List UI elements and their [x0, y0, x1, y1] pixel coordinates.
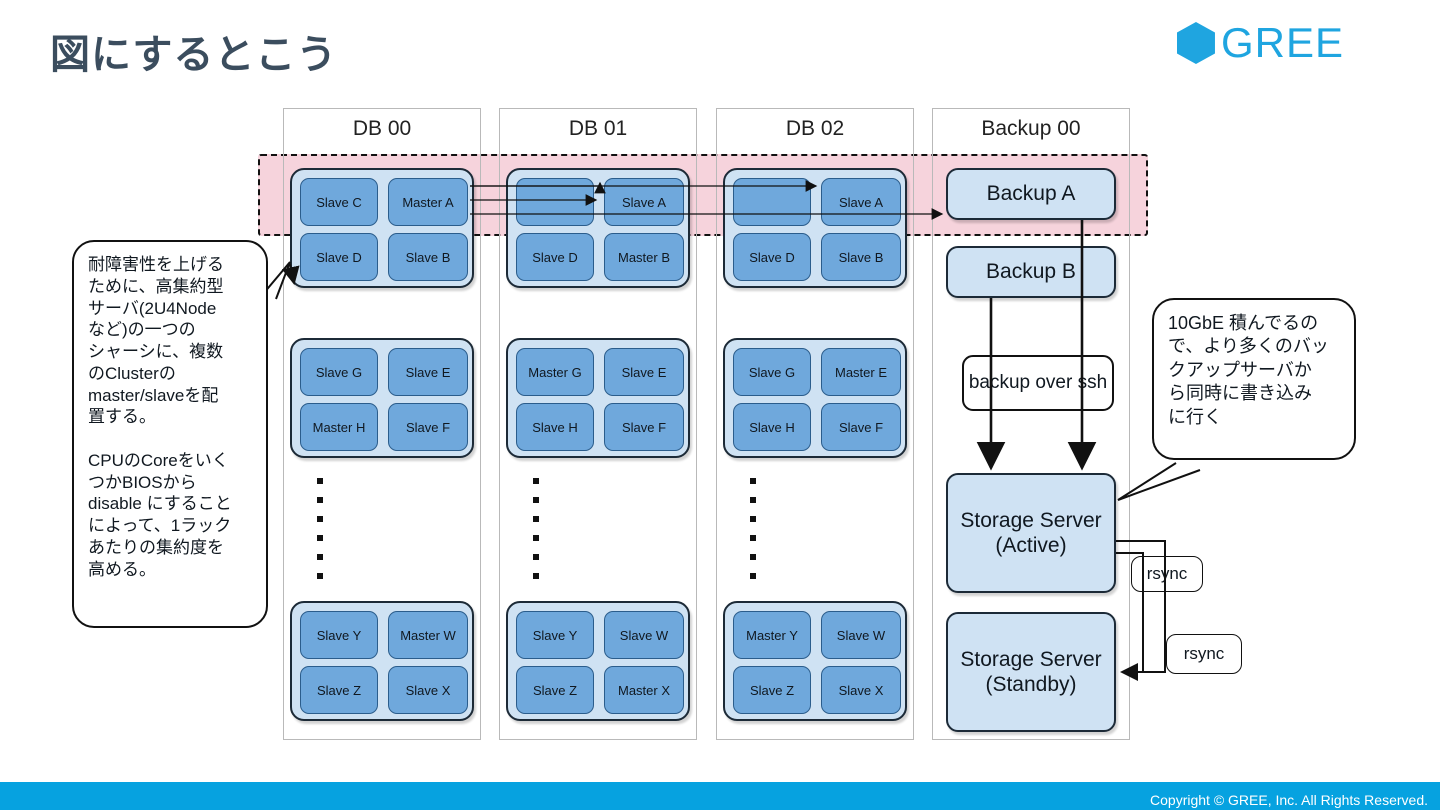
node[interactable]: Master H	[300, 403, 378, 451]
node[interactable]: Slave Y	[300, 611, 378, 659]
node[interactable]: Slave F	[388, 403, 468, 451]
node[interactable]: Slave E	[388, 348, 468, 396]
storage-server-active-box[interactable]: Storage Server (Active)	[946, 473, 1116, 593]
node[interactable]: Slave H	[516, 403, 594, 451]
callout-right: 10GbE 積んでるの で、より多くのバッ クアップサーバか ら同時に書き込み …	[1152, 298, 1356, 460]
node[interactable]: Slave X	[821, 666, 901, 714]
hexagon-icon	[1176, 22, 1215, 64]
node[interactable]	[516, 178, 594, 226]
chassis-db01-1[interactable]: Slave A Slave D Master B	[506, 168, 690, 288]
node[interactable]: Slave F	[821, 403, 901, 451]
node[interactable]: Slave X	[388, 666, 468, 714]
column-title: DB 00	[352, 117, 412, 140]
column-title: Backup 00	[981, 117, 1081, 140]
node[interactable]: Master E	[821, 348, 901, 396]
column-db-00: DB 00	[283, 108, 481, 740]
storage-server-standby-box[interactable]: Storage Server (Standby)	[946, 612, 1116, 732]
rsync-lower-label: rsync	[1166, 634, 1242, 674]
node[interactable]: Slave Y	[516, 611, 594, 659]
gree-logo: GREE	[1176, 19, 1344, 66]
node[interactable]: Slave F	[604, 403, 684, 451]
chassis-db01-3[interactable]: Slave Y Slave W Slave Z Master X	[506, 601, 690, 721]
chassis-db02-3[interactable]: Master Y Slave W Slave Z Slave X	[723, 601, 907, 721]
node[interactable]: Slave W	[604, 611, 684, 659]
node[interactable]: Slave B	[388, 233, 468, 281]
chassis-db00-3[interactable]: Slave Y Master W Slave Z Slave X	[290, 601, 474, 721]
column-backup-00: Backup 00	[932, 108, 1130, 740]
column-title: DB 01	[568, 117, 628, 140]
gree-wordmark: GREE	[1220, 19, 1344, 66]
node[interactable]: Slave Z	[733, 666, 811, 714]
node[interactable]: Master Y	[733, 611, 811, 659]
node[interactable]: Master X	[604, 666, 684, 714]
node[interactable]	[733, 178, 811, 226]
page-title: 図にするとこう	[50, 33, 338, 77]
node[interactable]: Slave C	[300, 178, 378, 226]
node[interactable]: Master G	[516, 348, 594, 396]
node[interactable]: Slave A	[821, 178, 901, 226]
node[interactable]: Slave A	[604, 178, 684, 226]
chassis-db00-1[interactable]: Slave C Master A Slave D Slave B	[290, 168, 474, 288]
ellipsis-dots-db01	[533, 478, 539, 579]
chassis-db00-2[interactable]: Slave G Slave E Master H Slave F	[290, 338, 474, 458]
node[interactable]: Slave W	[821, 611, 901, 659]
rsync-upper-label: rsync	[1131, 556, 1203, 592]
node[interactable]: Slave B	[821, 233, 901, 281]
node[interactable]: Slave E	[604, 348, 684, 396]
node[interactable]: Slave H	[733, 403, 811, 451]
chassis-db01-2[interactable]: Master G Slave E Slave H Slave F	[506, 338, 690, 458]
node[interactable]: Master W	[388, 611, 468, 659]
node[interactable]: Slave Z	[516, 666, 594, 714]
node[interactable]: Master B	[604, 233, 684, 281]
node[interactable]: Master A	[388, 178, 468, 226]
column-title: DB 02	[785, 117, 845, 140]
node[interactable]: Slave D	[516, 233, 594, 281]
callout-left: 耐障害性を上げる ために、高集約型 サーバ(2U4Node など)の一つの シャ…	[72, 240, 268, 628]
node[interactable]: Slave G	[733, 348, 811, 396]
ellipsis-dots-db00	[317, 478, 323, 579]
node[interactable]: Slave D	[733, 233, 811, 281]
column-db-01: DB 01	[499, 108, 697, 740]
footer-bar	[0, 782, 1440, 810]
node[interactable]: Slave Z	[300, 666, 378, 714]
node[interactable]: Slave G	[300, 348, 378, 396]
backup-b-box[interactable]: Backup B	[946, 246, 1116, 298]
copyright-text: Copyright © GREE, Inc. All Rights Reserv…	[1150, 792, 1428, 808]
column-db-02: DB 02	[716, 108, 914, 740]
chassis-db02-1[interactable]: Slave A Slave D Slave B	[723, 168, 907, 288]
chassis-db02-2[interactable]: Slave G Master E Slave H Slave F	[723, 338, 907, 458]
ellipsis-dots-db02	[750, 478, 756, 579]
node[interactable]: Slave D	[300, 233, 378, 281]
backup-over-ssh-label: backup over ssh	[962, 355, 1114, 411]
backup-a-box[interactable]: Backup A	[946, 168, 1116, 220]
